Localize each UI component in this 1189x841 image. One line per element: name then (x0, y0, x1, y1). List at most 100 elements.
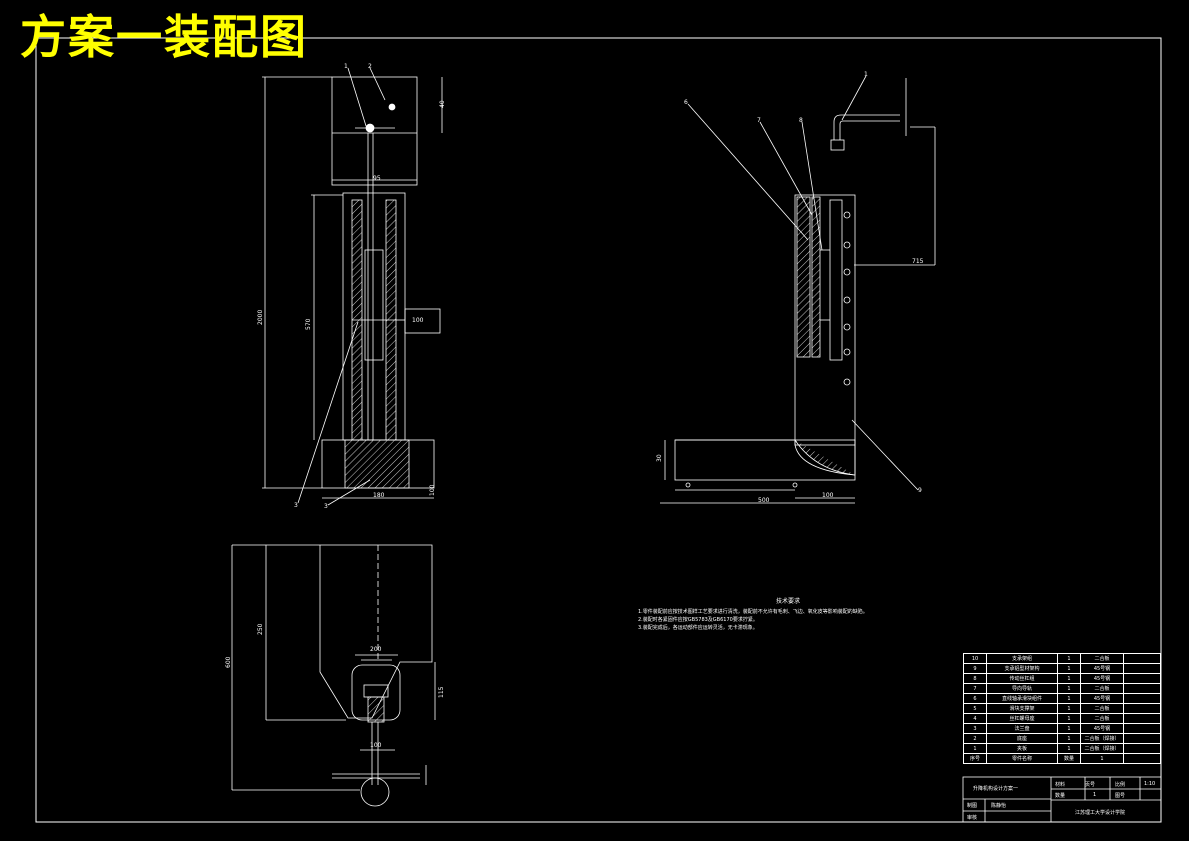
bom-name: 底座 (986, 733, 1058, 744)
bom-qty: 1 (1057, 733, 1081, 744)
bom-no: 2 (963, 733, 987, 744)
bom-name: 支承架组 (986, 653, 1058, 664)
callout-1-side: 1 (864, 71, 868, 78)
bom-qty: 1 (1057, 663, 1081, 674)
callout-7: 7 (757, 117, 761, 124)
bom-qty: 1 (1057, 723, 1081, 734)
callout-3a: 3 (294, 502, 298, 509)
bom-no: 9 (963, 663, 987, 674)
note-line-1: 1.零件装配前应按技术图样工艺要求进行清洗，装配前不允许有毛刺、飞边、氧化皮等影… (638, 609, 868, 615)
bom-material: 二合板 (1080, 713, 1124, 724)
front-view-labels: 1 2 3 3 40 95 570 2000 100 180 100 (257, 63, 446, 510)
bom-qty: 1 (1057, 703, 1081, 714)
title-block: 升降机构设计方案一 材料 页号 比例 1:10 数量 1 图号 制图 陈静怡 审… (963, 777, 1161, 822)
bom-name: 法兰盘 (986, 723, 1058, 734)
bom-header-no: 序号 (963, 753, 987, 764)
bom-no: 6 (963, 693, 987, 704)
dim-95: 95 (373, 175, 381, 182)
callout-8: 8 (799, 117, 803, 124)
bom-no: 1 (963, 743, 987, 754)
dim-30: 30 (656, 454, 663, 462)
bom-qty: 1 (1057, 673, 1081, 684)
bom-header-material: 1 (1080, 753, 1124, 764)
drawing-title: 方案一装配图 (20, 10, 308, 64)
bom-material: 45号钢 (1080, 673, 1124, 684)
dim-2000: 2000 (257, 310, 264, 325)
drawing-frame (35, 37, 1162, 823)
bom-name: 丝杠螺母座 (986, 713, 1058, 724)
top-view (231, 544, 436, 807)
title-block-frame (962, 776, 1162, 823)
bom-no: 4 (963, 713, 987, 724)
bom-name: 直线轴承滑块组件 (986, 693, 1058, 704)
material-label: 材料 (1055, 782, 1066, 788)
bom-material: 二合板 (1080, 683, 1124, 694)
callout-6: 6 (684, 99, 688, 106)
bom-name: 支承铝型材架构 (986, 663, 1058, 674)
dim-180: 180 (373, 492, 385, 499)
drawing-name: 升降机构设计方案一 (973, 786, 1019, 792)
dim-715: 715 (912, 258, 924, 265)
page-label: 页号 (1085, 782, 1096, 788)
bom-header-qty: 数量 (1057, 753, 1081, 764)
checker-label: 审核 (967, 815, 978, 821)
count-value: 1 (1093, 792, 1097, 798)
front-view (262, 67, 443, 506)
bom-material: 二合板（焊接） (1080, 733, 1124, 744)
scale-label: 比例 (1115, 782, 1126, 788)
bom-no: 3 (963, 723, 987, 734)
bom-name: 导向导轨 (986, 683, 1058, 694)
dim-100-top: 100 (370, 742, 382, 749)
bom-qty: 1 (1057, 653, 1081, 664)
bom-qty: 1 (1057, 683, 1081, 694)
bom-name: 传动丝杠组 (986, 673, 1058, 684)
dim-570: 570 (305, 318, 312, 330)
bom-no: 10 (963, 653, 987, 664)
bom-header-name: 零件名称 (986, 753, 1058, 764)
bom-material: 45号钢 (1080, 723, 1124, 734)
side-view-labels: 6 7 8 1 9 715 30 100 500 (656, 71, 924, 504)
notes-title: 技术要求 (775, 598, 800, 605)
sheet-label: 图号 (1115, 793, 1126, 799)
designer-label: 制图 (967, 803, 978, 809)
bom-name: 滑块支撑架 (986, 703, 1058, 714)
school-name: 江苏理工大学设计学院 (1075, 810, 1126, 816)
callout-3b: 3 (324, 503, 328, 510)
bom-name: 夹板 (986, 743, 1058, 754)
callout-1: 1 (344, 63, 348, 70)
side-view (660, 75, 936, 504)
designer-value: 陈静怡 (991, 803, 1007, 809)
bom-no: 7 (963, 683, 987, 694)
callout-2: 2 (368, 63, 372, 70)
bom-qty: 1 (1057, 713, 1081, 724)
top-view-labels: 600 250 200 115 100 (225, 623, 445, 749)
dim-600: 600 (225, 656, 232, 668)
dim-100: 100 (412, 317, 424, 324)
bom-material: 二合板 (1080, 653, 1124, 664)
bom-no: 8 (963, 673, 987, 684)
callout-9: 9 (918, 487, 922, 494)
dim-500: 500 (758, 497, 770, 504)
note-line-2: 2.装配时各紧固件应按GB5783及GB6170要求拧紧。 (638, 617, 758, 623)
note-line-3: 3.装配完成后，各运动部件应运转灵活，无卡滞现象。 (638, 625, 758, 631)
dim-40: 40 (439, 100, 446, 108)
bom-material: 二合板（焊接） (1080, 743, 1124, 754)
technical-notes: 技术要求 1.零件装配前应按技术图样工艺要求进行清洗，装配前不允许有毛刺、飞边、… (638, 598, 938, 632)
bom-no: 5 (963, 703, 987, 714)
dim-200: 200 (370, 646, 382, 653)
dim-100b: 100 (429, 484, 436, 496)
bom-material: 45号钢 (1080, 693, 1124, 704)
bom-qty: 1 (1057, 693, 1081, 704)
